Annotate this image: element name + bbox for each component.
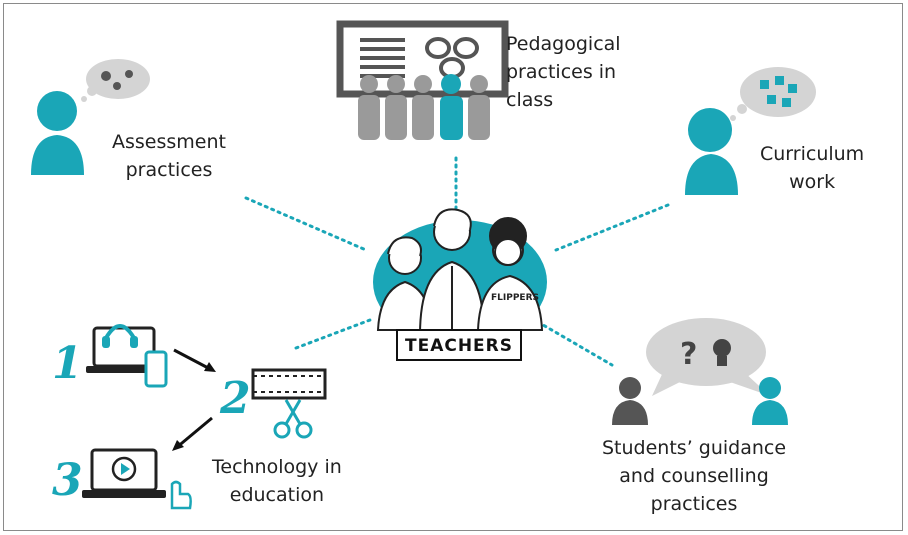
conversation-icon: ?	[612, 318, 788, 425]
label-curriculum: Curriculum work	[760, 140, 864, 196]
diagram-frame	[3, 3, 903, 531]
label-guidance-line-2: and counselling	[619, 465, 769, 487]
connector-lines	[244, 156, 670, 367]
teachers-badge-text: TEACHERS	[405, 336, 513, 356]
step-number-1: 1	[52, 338, 83, 389]
label-curriculum-line-1: Curriculum	[760, 143, 865, 165]
person-thinking-icon	[31, 59, 150, 175]
connector-guidance	[536, 320, 614, 367]
audience-figures	[358, 74, 490, 140]
label-pedagogical-line-2: practices in	[506, 61, 617, 83]
connector-assessment	[244, 196, 368, 252]
step-number-2: 2	[219, 373, 251, 424]
technology-sequence: 1 2 3	[52, 324, 327, 510]
label-assessment-line-2: practices	[125, 159, 213, 181]
teachers-illustration: FLIPPERS TEACHERS	[373, 208, 547, 361]
label-technology-line-1: Technology in	[212, 456, 342, 478]
label-pedagogical-line-1: Pedagogical	[506, 33, 621, 55]
laptop-headset-icon	[86, 324, 168, 388]
person-puzzle-icon	[685, 67, 816, 195]
label-pedagogical-line-3: class	[506, 89, 554, 111]
lightbulb-icon	[713, 339, 731, 366]
label-assessment: Assessment practices	[112, 128, 226, 184]
label-pedagogical: Pedagogical practices in class	[506, 30, 621, 114]
label-assessment-line-1: Assessment	[112, 131, 226, 153]
connector-technology	[294, 318, 372, 350]
teacher-left	[376, 236, 434, 331]
label-guidance: Students’ guidance and counselling pract…	[602, 434, 786, 518]
film-scissors-icon	[251, 368, 327, 439]
laptop-video-icon	[82, 448, 192, 510]
label-technology-line-2: education	[229, 484, 325, 506]
step-number-3: 3	[52, 455, 83, 506]
teacher-right	[476, 217, 544, 331]
label-guidance-line-1: Students’ guidance	[602, 437, 787, 459]
label-guidance-line-3: practices	[650, 493, 738, 515]
label-technology: Technology in education	[212, 453, 342, 509]
label-curriculum-line-2: work	[789, 171, 836, 193]
connector-curriculum	[554, 203, 670, 252]
question-mark-symbol: ?	[680, 337, 697, 372]
presentation-board-icon	[336, 20, 509, 140]
shirt-text: FLIPPERS	[491, 293, 539, 303]
teachers-badge	[396, 329, 522, 361]
